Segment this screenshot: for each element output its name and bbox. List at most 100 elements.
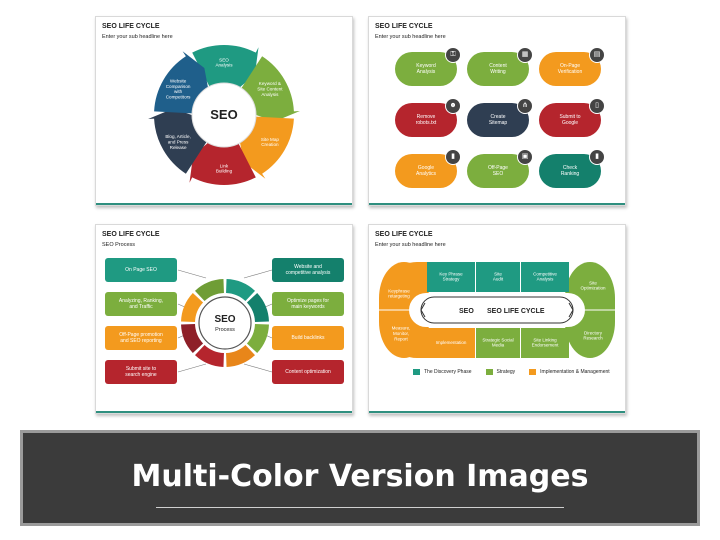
monitor-icon: ▣ [517, 149, 533, 165]
banner-title: Multi-Color Version Images [131, 459, 589, 494]
cycle-segment [189, 139, 256, 185]
cycle-segment [192, 45, 259, 91]
center-label: SEO [210, 107, 237, 122]
center-circle [198, 296, 252, 350]
left-bottom-label: Measure,Monitor,Report [392, 326, 411, 342]
banner-underline [156, 507, 564, 508]
legend: The Discovery Phase Strategy Implementatio… [413, 369, 610, 375]
right-process-box: Content optimization [272, 360, 344, 384]
slide-subtitle: Enter your sub headline here [375, 34, 446, 40]
cycle-segment [154, 51, 209, 114]
process-ring-diagram: SEO Process [177, 269, 273, 373]
ring-segment [181, 292, 204, 322]
legend-label: Strategy [496, 369, 516, 375]
ring-segment [226, 344, 256, 367]
legend-swatch [413, 369, 420, 375]
ring-segment [246, 324, 269, 354]
legend-label: Implementation & Management [540, 369, 610, 375]
center-subtitle: Process [215, 327, 235, 333]
ring-segment [181, 324, 204, 354]
center-circle [191, 82, 257, 148]
slide-title: SEO LIFE CYCLE [102, 23, 160, 30]
slide-title: SEO LIFE CYCLE [375, 231, 433, 238]
ring-segment [226, 279, 256, 302]
legend-item: Implementation & Management [529, 369, 610, 375]
slide-racetrack[interactable]: SEO LIFE CYCLE Enter your sub headline h… [368, 224, 626, 414]
ring-segment [194, 344, 224, 367]
bar-chart-icon: ▮ [445, 149, 461, 165]
slide-title: SEO LIFE CYCLE [102, 231, 160, 238]
legend-item: Strategy [485, 369, 516, 375]
document-icon: ▤ [589, 47, 605, 63]
rank-chart-icon: ▮ [589, 149, 605, 165]
legend-swatch [529, 369, 537, 375]
key-icon: ⚿ [445, 47, 461, 63]
ring-segment [194, 279, 224, 302]
legend-label: The Discovery Phase [424, 369, 472, 375]
sitemap-icon: ⋔ [517, 98, 533, 114]
left-process-box: On Page SEO [105, 258, 177, 282]
cycle-segment [148, 108, 207, 174]
slide-seo-process[interactable]: SEO LIFE CYCLE SEO Process SEO Process O… [95, 224, 353, 414]
seo-logo-text: SEO [459, 308, 474, 315]
ring-segment [246, 292, 269, 322]
legend-item: The Discovery Phase [413, 369, 472, 375]
slide-pill-grid[interactable]: SEO LIFE CYCLE Enter your sub headline h… [368, 16, 626, 206]
slide-title: SEO LIFE CYCLE [375, 23, 433, 30]
cycle-segment [239, 116, 294, 179]
cycle-segment [241, 56, 300, 122]
slide-subtitle: Enter your sub headline here [375, 242, 446, 248]
center-label: SEO LIFE CYCLE [487, 308, 545, 315]
slide-subtitle: SEO Process [102, 242, 136, 248]
center-title: SEO [214, 314, 235, 325]
grid-icon: ▦ [517, 47, 533, 63]
slide-cycle-arrows[interactable]: SEO LIFE CYCLE Enter your sub headline h… [95, 16, 353, 206]
file-icon: ▯ [589, 98, 605, 114]
robot-icon: ☻ [445, 98, 461, 114]
bottom-phase-label: Implementation [436, 340, 467, 345]
legend-swatch [485, 369, 493, 375]
caption-banner: Multi-Color Version Images [20, 430, 700, 526]
right-process-box: Build backlinks [272, 326, 344, 350]
slide-subtitle: Enter your sub headline here [102, 34, 173, 40]
left-process-box: Analyzing, Ranking,and Traffic [105, 292, 177, 316]
